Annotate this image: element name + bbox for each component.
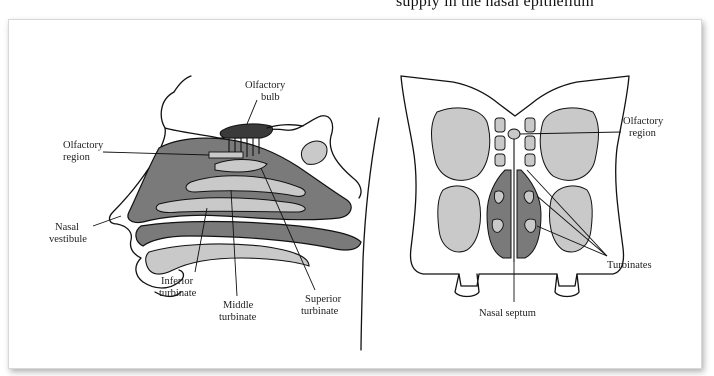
label-superior-turbinate-line2: turbinate xyxy=(301,306,339,317)
olfactory-region-patch xyxy=(209,152,243,158)
coronal-view: Olfactory region Turbinates Nasal septum xyxy=(401,76,664,319)
label-olfactory-bulb-line2: bulb xyxy=(261,92,280,103)
sphenoid-sinus xyxy=(301,141,327,164)
label-olfactory-region-line2: region xyxy=(63,152,91,163)
label-middle-turbinate-line2: turbinate xyxy=(219,312,257,323)
left-orbit xyxy=(432,108,490,180)
top-caption-text: supply in the nasal epithelium xyxy=(396,0,594,11)
label-turbinates: Turbinates xyxy=(607,260,652,271)
forehead-outline xyxy=(174,76,191,92)
label-inferior-turbinate-line1: Inferior xyxy=(161,276,194,287)
left-maxillary-sinus xyxy=(438,186,481,252)
label-olfactory-bulb-line1: Olfactory xyxy=(245,80,286,91)
coronal-olfactory-region xyxy=(508,129,520,139)
label-superior-turbinate-line1: Superior xyxy=(305,294,342,305)
label-nasal-vestibule-line2: vestibule xyxy=(49,234,87,245)
pharynx-wall xyxy=(361,118,379,350)
label-middle-turbinate-line1: Middle xyxy=(223,300,254,311)
coronal-skull-outline xyxy=(401,76,629,286)
label-coronal-olfactory-region-line1: Olfactory xyxy=(623,116,664,127)
label-nasal-vestibule-line1: Nasal xyxy=(55,222,79,233)
label-nasal-septum: Nasal septum xyxy=(479,308,536,319)
label-coronal-olfactory-region-line2: region xyxy=(629,128,657,139)
right-maxillary-sinus xyxy=(550,186,593,252)
right-orbit xyxy=(540,108,598,180)
label-inferior-turbinate-line2: turbinate xyxy=(159,288,197,299)
sagittal-view: Olfactory bulb Olfactory region Nasal ve… xyxy=(49,76,379,350)
tongue xyxy=(146,244,309,274)
nasal-anatomy-diagram: Olfactory bulb Olfactory region Nasal ve… xyxy=(9,20,701,368)
nasal-anatomy-figure: Olfactory bulb Olfactory region Nasal ve… xyxy=(8,19,702,369)
olfactory-bulb xyxy=(220,124,272,138)
label-olfactory-region-line1: Olfactory xyxy=(63,140,104,151)
